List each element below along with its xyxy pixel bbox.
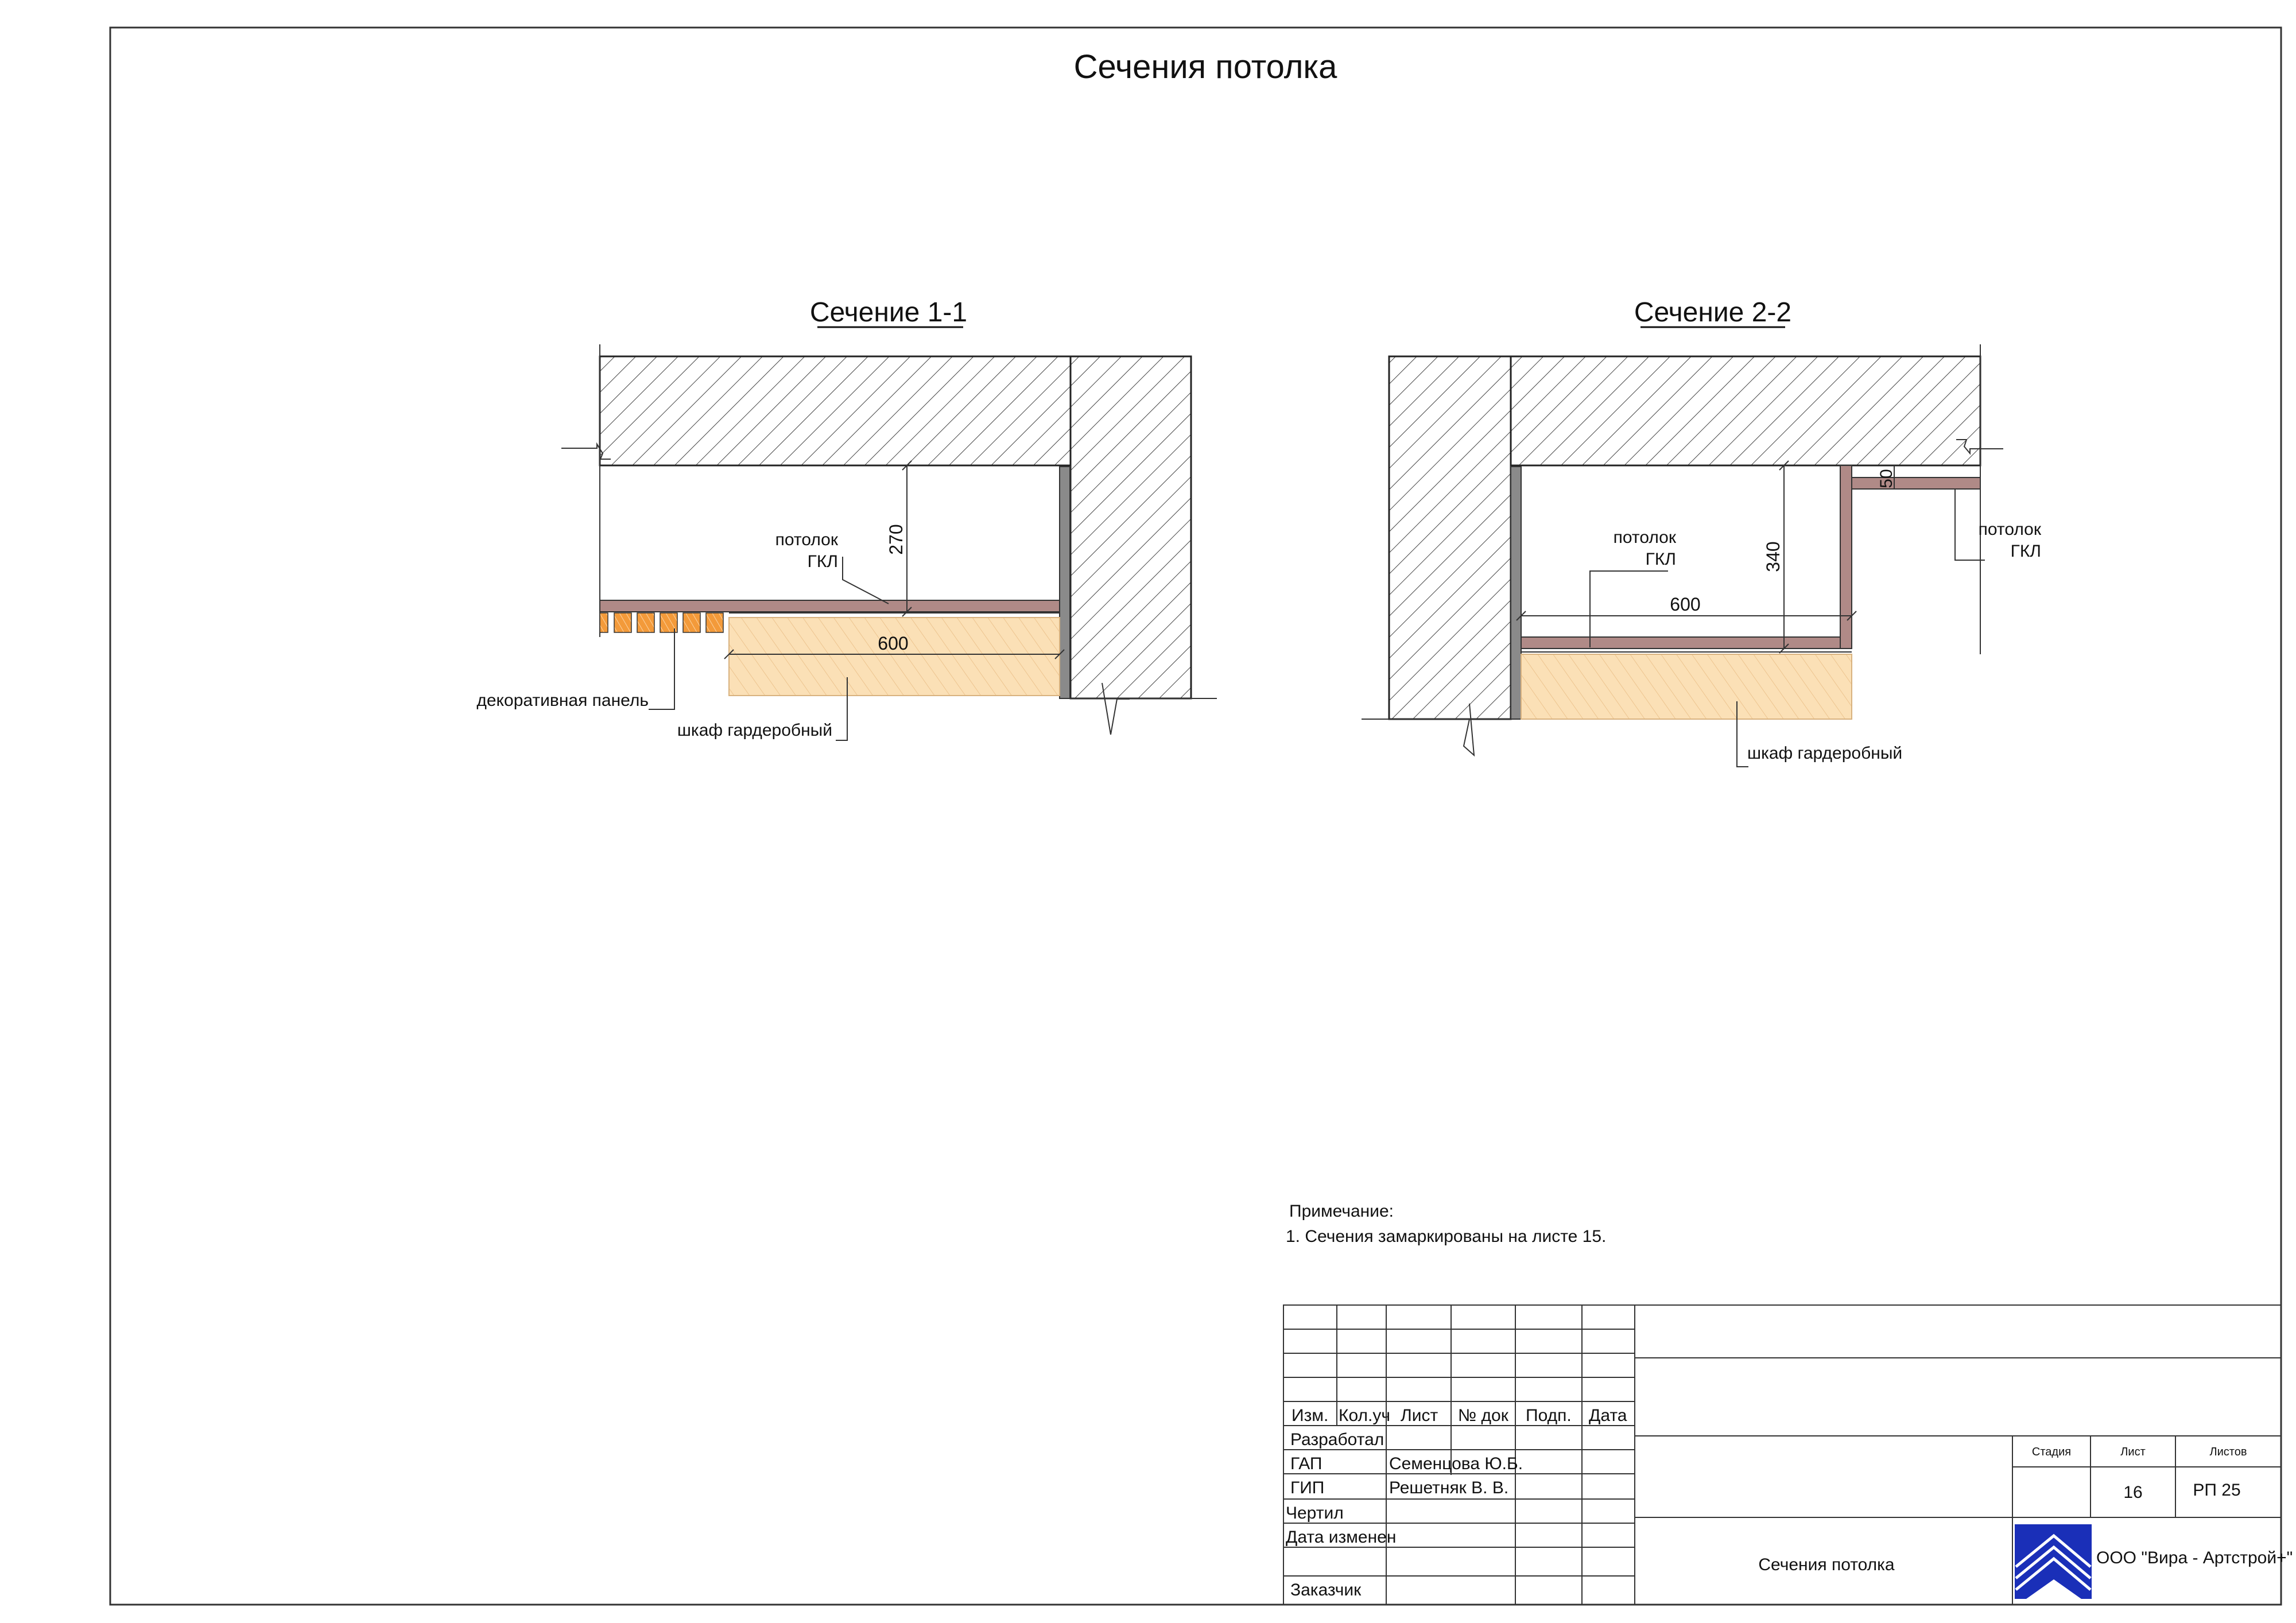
break-symbol-2b [1457, 703, 1475, 757]
label-wardrobe-1: шкаф гардеробный [677, 721, 832, 740]
break-symbol-1b [1102, 682, 1130, 735]
slab-2 [1510, 355, 1981, 467]
title-block [1283, 1304, 2282, 1605]
role-drew: Чертил [1286, 1504, 1344, 1523]
role-gip: ГИП [1290, 1478, 1324, 1497]
wall-1 [1069, 355, 1192, 700]
dim-height-2: 340 [1763, 541, 1783, 572]
sheet-frame [109, 26, 2282, 1606]
dim-step-2: 50 [1877, 469, 1896, 488]
leader-panel-1 [649, 628, 675, 710]
gkl-ceiling-1 [599, 600, 1060, 612]
sheets-value: РП 25 [2193, 1481, 2240, 1500]
svg-text:№ док: № док [1458, 1406, 1509, 1425]
label-ceiling-2a-1: потолок [1614, 528, 1677, 547]
dim-height-1: 270 [886, 524, 906, 554]
leader-ceiling-1 [842, 557, 889, 604]
section-2-title: Сечение 2-2 [1634, 297, 1791, 328]
sheet-number: 16 [2123, 1483, 2142, 1502]
section-1-1: Сечение 1-1 270 [476, 297, 1217, 741]
gkl-riser-2 [1840, 465, 1852, 649]
note-heading: Примечание: [1289, 1202, 1394, 1221]
svg-text:Лист: Лист [1401, 1406, 1438, 1425]
section-2-2: Сечение 2-2 340 600 50 [1362, 297, 2042, 767]
label-ceiling-2b-1: потолок [1979, 520, 2042, 539]
wardrobe-2 [1521, 654, 1852, 720]
company-logo-icon [2015, 1524, 2092, 1599]
name-gap: Семенцова Ю.Б. [1389, 1454, 1523, 1473]
gkl-ceiling-2-lower [1521, 636, 1852, 649]
decorative-panel-1 [599, 612, 724, 633]
company-name: ООО "Вира - Артстрой+" [2096, 1548, 2293, 1567]
label-ceiling-2b-2: ГКЛ [2011, 542, 2041, 561]
drawing-name: Сечения потолка [1758, 1555, 1895, 1574]
role-gap: ГАП [1290, 1454, 1322, 1473]
wardrobe-1 [728, 617, 1060, 696]
leader-wardrobe-2 [1736, 701, 1748, 767]
name-gip: Решетняк В. В. [1389, 1478, 1508, 1497]
wall-profile-1 [1059, 466, 1071, 699]
label-ceiling-1b: ГКЛ [808, 552, 838, 571]
wall-profile-2 [1510, 466, 1522, 720]
gkl-ceiling-2-upper [1851, 477, 1981, 490]
label-panel-1: декоративная панель [476, 691, 649, 710]
break-symbol-1a [561, 442, 611, 460]
sheets-label: Листов [2210, 1446, 2247, 1458]
svg-text:Подп.: Подп. [1526, 1406, 1572, 1425]
stage-label: Стадия [2032, 1446, 2071, 1458]
title-block-headers: Изм. Кол.уч Лист № док Подп. Дата [1292, 1406, 1627, 1425]
label-wardrobe-2: шкаф гардеробный [1747, 744, 1902, 763]
wall-2 [1388, 355, 1512, 720]
note-item-1: 1. Сечения замаркированы на листе 15. [1286, 1227, 1606, 1246]
label-ceiling-1a: потолок [775, 530, 839, 549]
role-developed: Разработал [1290, 1430, 1384, 1449]
svg-text:Кол.уч: Кол.уч [1339, 1406, 1390, 1425]
title-block-roles: Разработал ГАП Семенцова Ю.Б. ГИП Решетн… [1286, 1430, 1523, 1599]
break-symbol-2a [1956, 439, 2003, 455]
leader-wardrobe-1 [836, 677, 848, 741]
dim-width-2: 600 [1670, 594, 1700, 615]
leader-ceiling-2b [1954, 489, 1985, 561]
section-1-title: Сечение 1-1 [810, 297, 967, 328]
leader-ceiling-2a [1589, 570, 1668, 647]
svg-text:Дата: Дата [1589, 1406, 1627, 1425]
sheet-title: Сечения потолка [1074, 48, 1337, 86]
slab-1 [599, 355, 1072, 467]
sheet-label: Лист [2120, 1446, 2145, 1458]
dim-width-1: 600 [878, 633, 908, 654]
label-ceiling-2a-2: ГКЛ [1646, 550, 1676, 569]
svg-text:Изм.: Изм. [1292, 1406, 1328, 1425]
role-date-changed: Дата изменен [1286, 1528, 1396, 1547]
role-customer: Заказчик [1290, 1581, 1362, 1599]
